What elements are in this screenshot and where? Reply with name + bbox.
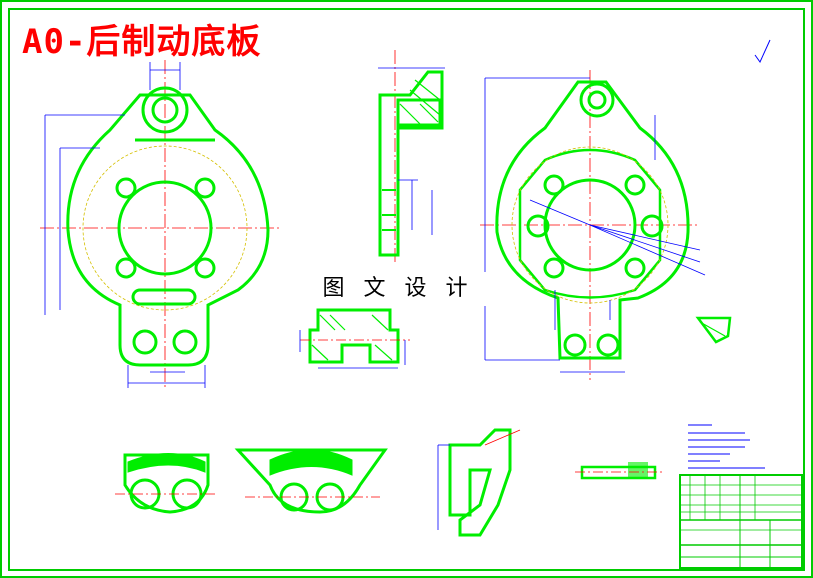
side-section-view (378, 50, 445, 265)
section-view-4 (575, 462, 665, 480)
inner-frame (8, 8, 805, 571)
title-block (679, 474, 803, 569)
section-view-3 (437, 428, 521, 537)
bottom-section-middle (299, 308, 410, 369)
section-view-1 (115, 453, 215, 514)
drawing-title: A0-后制动底板 (22, 22, 262, 62)
front-view-left (40, 60, 280, 390)
watermark-label: 图 文 设 计 (310, 272, 486, 306)
tech-notes-lines (688, 424, 765, 469)
rear-view-right (480, 39, 771, 380)
section-view-2 (234, 448, 388, 514)
